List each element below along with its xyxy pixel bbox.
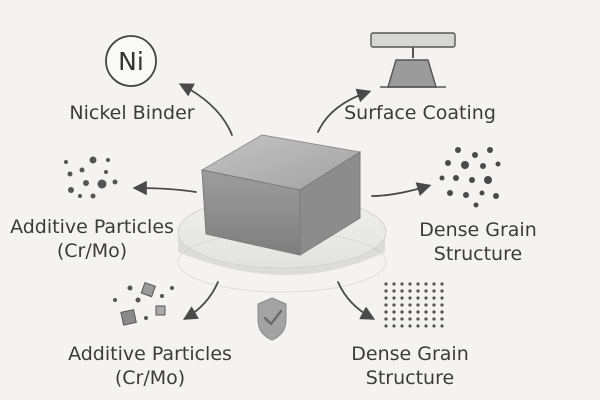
grid-dot: [424, 310, 428, 314]
arrow-to-nickel-binder: [178, 83, 233, 136]
grid-dot: [424, 303, 428, 307]
additive-bottom-line1: Additive Particles: [68, 343, 232, 365]
dense-bottom-line2: Structure: [365, 367, 455, 389]
dense-bottom-line1: Dense Grain: [351, 343, 469, 365]
grid-dot: [400, 317, 404, 321]
grid-dot: [416, 310, 420, 314]
grid-dot: [416, 324, 420, 328]
arrow-to-additive-bottom: [182, 281, 219, 320]
grid-dot: [400, 310, 404, 314]
shield-check-icon: [257, 297, 287, 341]
label-additive-left: Additive Particles (Cr/Mo): [4, 215, 180, 263]
additive-bottom-line2: (Cr/Mo): [114, 367, 186, 389]
grid-dot: [408, 289, 412, 293]
grid-dot: [408, 324, 412, 328]
grid-dot: [400, 303, 404, 307]
label-additive-bottom: Additive Particles (Cr/Mo): [62, 342, 238, 390]
grid-dot: [432, 282, 436, 286]
additive-left-line2: (Cr/Mo): [56, 240, 128, 262]
grid-dot: [416, 282, 420, 286]
grid-dot: [408, 296, 412, 300]
grid-dot: [392, 317, 396, 321]
grid-dot: [392, 303, 396, 307]
grid-dot: [408, 317, 412, 321]
grid-dot: [408, 282, 412, 286]
grid-dot: [432, 310, 436, 314]
grid-dot: [384, 289, 388, 293]
arrow-to-additive-left: [132, 180, 197, 196]
label-surface-coating: Surface Coating: [340, 101, 500, 125]
arrow-to-dense-right: [371, 182, 432, 197]
grid-dot: [392, 310, 396, 314]
dot-cloud-icon: [439, 147, 501, 208]
grid-dot: [392, 296, 396, 300]
grid-dot: [424, 289, 428, 293]
grid-dot: [424, 324, 428, 328]
grid-dot: [392, 324, 396, 328]
grid-dot: [400, 324, 404, 328]
grid-dot: [416, 296, 420, 300]
cube-particles-icon: [113, 281, 174, 326]
grid-dot: [440, 296, 444, 300]
grid-dot: [440, 282, 444, 286]
grid-dot: [440, 303, 444, 307]
label-nickel-binder: Nickel Binder: [62, 101, 202, 125]
grid-dot: [440, 289, 444, 293]
block-side-face: [299, 151, 361, 256]
grid-dot: [424, 296, 428, 300]
additive-left-line1: Additive Particles: [10, 216, 174, 238]
arrow-to-dense-bottom: [337, 281, 376, 320]
grid-dot: [384, 317, 388, 321]
dense-right-line1: Dense Grain: [419, 219, 537, 241]
coating-press-icon: [370, 32, 456, 88]
grid-dot: [384, 296, 388, 300]
grid-dot: [408, 303, 412, 307]
arrows: [132, 83, 432, 320]
grid-dot: [432, 324, 436, 328]
arrow-to-surface-coating: [317, 88, 372, 133]
particle-cluster-icon: [64, 156, 118, 199]
label-dense-bottom: Dense Grain Structure: [330, 342, 490, 390]
grid-dot: [392, 282, 396, 286]
grid-dot: [384, 324, 388, 328]
dense-right-line2: Structure: [433, 243, 523, 265]
grid-dot: [400, 296, 404, 300]
center-block: [200, 134, 362, 256]
grid-dot: [384, 310, 388, 314]
dot-grid-icon: [384, 282, 444, 328]
grid-dot: [424, 282, 428, 286]
grid-dot: [384, 303, 388, 307]
label-dense-right: Dense Grain Structure: [398, 218, 558, 266]
grid-dot: [384, 282, 388, 286]
grid-dot: [416, 303, 420, 307]
grid-dot: [424, 317, 428, 321]
grid-dot: [432, 296, 436, 300]
grid-dot: [440, 324, 444, 328]
ni-badge-text: Ni: [118, 47, 144, 76]
grid-dot: [400, 289, 404, 293]
grid-dot: [432, 317, 436, 321]
grid-dot: [416, 289, 420, 293]
surface-coating-text: Surface Coating: [344, 102, 496, 124]
nickel-binder-text: Nickel Binder: [69, 102, 195, 124]
grid-dot: [440, 310, 444, 314]
grid-dot: [440, 317, 444, 321]
ni-badge-icon: Ni: [105, 35, 157, 87]
grid-dot: [432, 303, 436, 307]
grid-dot: [400, 282, 404, 286]
grid-dot: [416, 317, 420, 321]
grid-dot: [392, 289, 396, 293]
grid-dot: [432, 289, 436, 293]
grid-dot: [408, 310, 412, 314]
